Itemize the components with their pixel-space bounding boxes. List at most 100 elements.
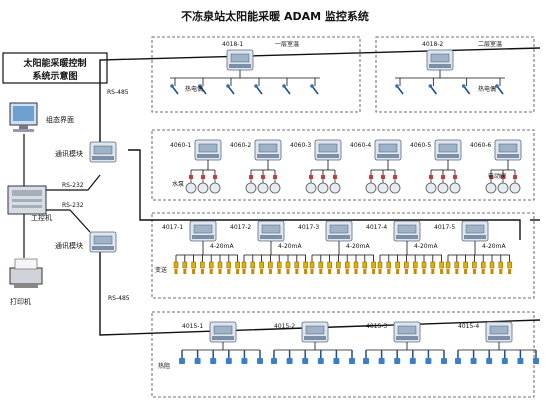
rtd-sensor-icon [317, 349, 325, 365]
analog-module-label: 4017-2 [230, 224, 251, 231]
rtd-module-label: 4015-1 [182, 323, 203, 330]
pump-icon [305, 174, 317, 194]
rtd-sensor-icon [440, 349, 448, 365]
row-4060-group: 4060-1 4060-2 4060-3 4060-4 4060-5 4060-6 水泵 电动… [170, 139, 522, 194]
signal-label: 4-20mA [210, 243, 234, 250]
legend-line-1: 太阳能采暖控制 [22, 57, 86, 69]
rtd-sensor-icon [225, 349, 233, 365]
rtd-sensor-icon [348, 349, 356, 365]
pump-icon [317, 174, 329, 194]
floor-module-icon [426, 49, 454, 71]
transmitter-icon [199, 261, 205, 275]
relay-module-label: 4060-6 [470, 142, 491, 149]
rtd-sensor-icon [193, 349, 202, 365]
floor-sensor-label: 热电偶 [478, 85, 496, 93]
diagram-legend-box: 太阳能采暖控制 系统示意图 [2, 52, 108, 84]
relay-module-icon [254, 139, 282, 161]
diagram-title: 不冻泉站太阳能采暖 ADAM 监控系统 [181, 9, 369, 23]
relay-module-icon [434, 139, 462, 161]
relay-module-label: 4060-4 [350, 142, 371, 149]
analog-module-icon [393, 220, 421, 242]
pump-label: 水泵 [172, 180, 184, 188]
thermocouple-icon [461, 83, 471, 95]
pump-icon [245, 174, 257, 194]
thermocouple-icon [394, 83, 404, 95]
transmitter-icon [377, 261, 383, 275]
rtd-module-icon [393, 321, 421, 343]
pump-icon [209, 174, 221, 194]
pump-icon [365, 174, 377, 194]
relay-module-label: 4060-2 [230, 142, 251, 149]
signal-label: 4-20mA [346, 243, 370, 250]
rtd-module-icon [485, 321, 513, 343]
transmitter-icon [318, 261, 324, 275]
thermocouple-icon [225, 83, 235, 95]
rtd-module-label: 4015-4 [458, 323, 479, 330]
signal-label: 4-20mA [278, 243, 302, 250]
pump-icon [377, 174, 389, 194]
left-connections [23, 134, 101, 258]
relay-module-label: 4060-3 [290, 142, 311, 149]
legend-line-2: 系统示意图 [32, 70, 77, 82]
transmitter-icon [259, 261, 265, 275]
pump-icon [197, 174, 209, 194]
transmitter-icon [489, 261, 495, 275]
signal-label: 4-20mA [482, 243, 506, 250]
pump-icon [269, 174, 281, 194]
transmitter-icon [267, 261, 273, 275]
transmitter-icon [235, 261, 241, 275]
transmitter-icon [182, 261, 188, 275]
rs485-bottom-label: RS-485 [108, 295, 130, 302]
transmitter-icon [344, 261, 350, 275]
transmitter-icon [463, 261, 469, 275]
analog-module-icon [461, 220, 489, 242]
printer-label: 打印机 [10, 297, 31, 306]
transmitter-icon [226, 261, 232, 275]
floor-label: 一层室温 [275, 40, 299, 48]
bus-lines [99, 47, 541, 336]
rtd-sensor-icon [469, 349, 478, 365]
relay-module-label: 4060-5 [410, 142, 431, 149]
rtd-sensor-icon [485, 349, 493, 365]
rtd-module-label: 4015-3 [366, 323, 387, 330]
thermocouple-icon [281, 83, 291, 95]
rtd-module-label: 4015-2 [274, 323, 295, 330]
thermocouple-icon [494, 83, 504, 95]
transmitter-icon [480, 261, 486, 275]
rtd-module-icon [209, 321, 237, 343]
valve-label: 电动阀 [488, 172, 506, 180]
rtd-sensor-icon [256, 349, 264, 365]
relay-module-icon [194, 139, 222, 161]
relay-module-label: 4060-1 [170, 142, 191, 149]
rtd-sensor-icon [178, 349, 186, 365]
row-4017-group: 4017-14-20mA4017-24-20mA4017-34-20mA4017… [155, 220, 513, 275]
pump-icon [509, 174, 521, 194]
analog-module-label: 4017-3 [298, 224, 319, 231]
rtd-sensor-icon [332, 349, 341, 365]
rtd-sensor-icon [393, 349, 401, 365]
transmitter-icon [303, 261, 309, 275]
relay-module-icon [374, 139, 402, 161]
transmitter-icon [454, 261, 460, 275]
industrial-pc-icon [7, 185, 47, 215]
transmitter-icon [276, 261, 282, 275]
floor1-box [151, 36, 361, 113]
floor-sensor-label: 热电偶 [185, 85, 203, 93]
comm-module-2-label: 通讯模块 [55, 241, 83, 250]
monitor-icon [9, 102, 38, 132]
transmitter-icon [217, 261, 223, 275]
comm-module-2-icon [89, 231, 117, 253]
transmitter-icon [327, 261, 333, 275]
transmitter-icon [294, 261, 300, 275]
signal-label: 4-20mA [414, 243, 438, 250]
rtd-sensor-icon [270, 349, 278, 365]
pump-icon [425, 174, 437, 194]
transmitter-icon [250, 261, 256, 275]
row-4060-box [151, 129, 535, 201]
rs232-1-label: RS-232 [62, 182, 84, 189]
rtd-sensor-icon [301, 349, 309, 365]
transmitter-icon [191, 261, 197, 275]
